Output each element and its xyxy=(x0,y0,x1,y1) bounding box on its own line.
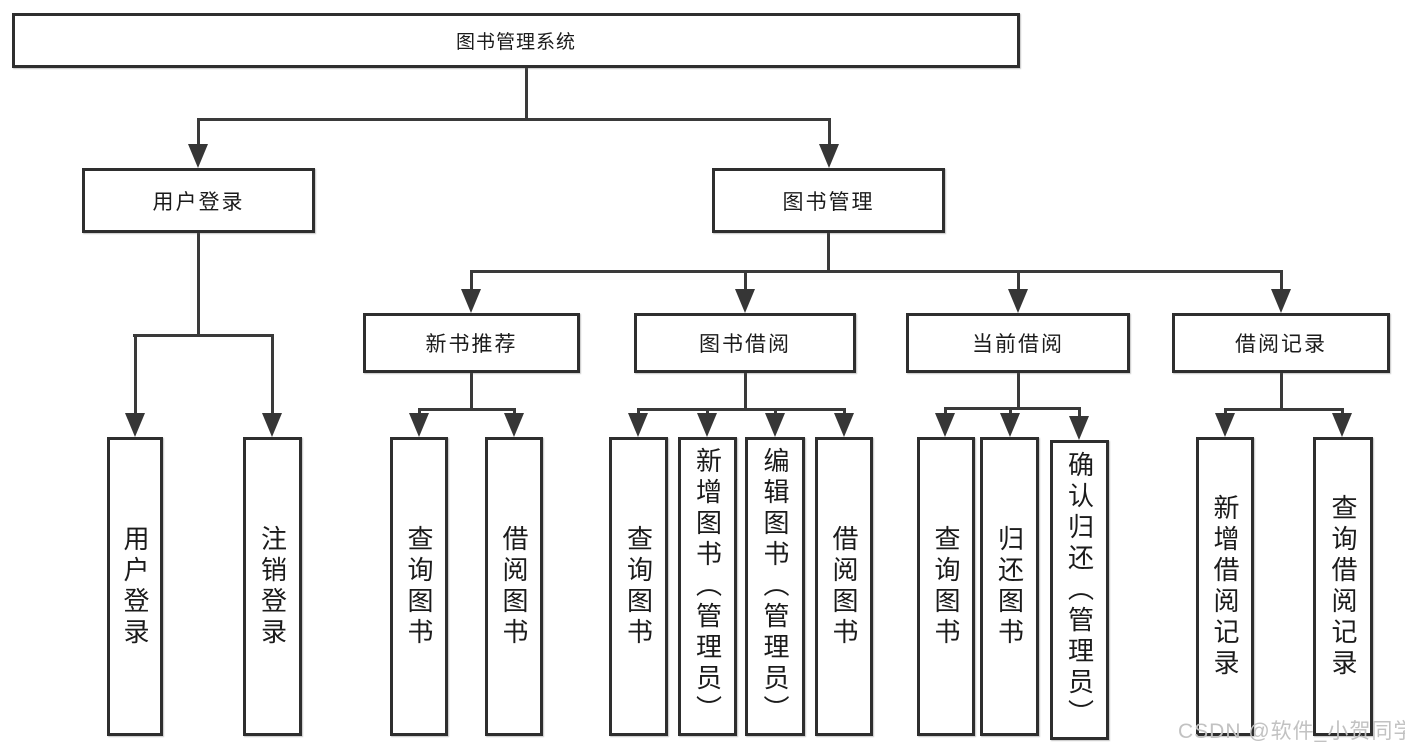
leaf-label: 新增图书（管理员） xyxy=(692,447,723,726)
connector-line xyxy=(945,407,1080,410)
leaf-label: 查询图书 xyxy=(931,524,961,649)
leaf-add-borrow-record: 新增借阅记录 xyxy=(1196,437,1254,736)
connector-line xyxy=(197,118,831,121)
leaf-borrow-books: 借阅图书 xyxy=(815,437,873,736)
node-label: 新书推荐 xyxy=(425,333,518,356)
connector-line xyxy=(418,408,421,416)
leaf-edit-books-admin: 编辑图书（管理员） xyxy=(745,437,805,736)
connector-line xyxy=(774,408,777,416)
arrow-down-icon xyxy=(1332,413,1352,437)
leaf-add-books-admin: 新增图书（管理员） xyxy=(678,437,737,736)
arrow-down-icon xyxy=(504,413,524,437)
connector-line xyxy=(1009,407,1012,416)
node-label: 借阅记录 xyxy=(1235,333,1327,356)
connector-line xyxy=(828,118,831,148)
arrow-down-icon xyxy=(188,144,208,168)
arrow-down-icon xyxy=(819,144,839,168)
leaf-query-books: 查询图书 xyxy=(609,437,668,736)
arrow-down-icon xyxy=(628,413,648,437)
leaf-logout: 注销登录 xyxy=(243,437,302,736)
arrow-down-icon xyxy=(1000,413,1020,437)
leaf-label: 归还图书 xyxy=(994,524,1025,649)
connector-line xyxy=(706,408,709,416)
arrow-down-icon xyxy=(735,289,755,313)
arrow-down-icon xyxy=(834,413,854,437)
node-borrow-records: 借阅记录 xyxy=(1172,313,1390,373)
node-label: 图书借阅 xyxy=(699,333,791,356)
connector-line xyxy=(744,270,747,293)
arrow-down-icon xyxy=(1271,289,1291,313)
leaf-label: 确认归还（管理员） xyxy=(1064,450,1095,730)
leaf-return-books: 归还图书 xyxy=(980,437,1039,736)
leaf-label: 注销登录 xyxy=(257,524,288,649)
connector-line xyxy=(470,373,473,411)
node-new-book-recommend: 新书推荐 xyxy=(363,313,580,373)
node-current-borrow: 当前借阅 xyxy=(906,313,1130,373)
leaf-query-borrow-record: 查询借阅记录 xyxy=(1313,437,1373,736)
connector-line xyxy=(637,408,640,416)
leaf-label: 借阅图书 xyxy=(829,524,859,649)
connector-line xyxy=(525,68,528,120)
node-book-management: 图书管理 xyxy=(712,168,945,233)
arrow-down-icon xyxy=(262,413,282,437)
connector-line xyxy=(1017,270,1020,293)
connector-line xyxy=(744,373,747,411)
leaf-label: 查询图书 xyxy=(623,524,654,649)
connector-line xyxy=(513,408,516,416)
arrow-down-icon xyxy=(125,413,145,437)
connector-line xyxy=(197,118,200,148)
node-root-system: 图书管理系统 xyxy=(12,13,1020,68)
connector-line xyxy=(638,408,846,411)
arrow-down-icon xyxy=(409,413,429,437)
node-label: 当前借阅 xyxy=(972,333,1064,356)
leaf-label: 编辑图书（管理员） xyxy=(760,447,790,726)
leaf-label: 新增借阅记录 xyxy=(1210,493,1240,680)
node-user-login: 用户登录 xyxy=(82,168,315,233)
leaf-label: 查询借阅记录 xyxy=(1328,493,1358,680)
leaf-label: 查询图书 xyxy=(404,524,434,649)
leaf-label: 用户登录 xyxy=(120,524,150,649)
connector-line xyxy=(419,408,516,411)
connector-line xyxy=(1341,408,1344,416)
leaf-query-books: 查询图书 xyxy=(390,437,448,736)
connector-line xyxy=(827,231,830,272)
arrow-down-icon xyxy=(1215,413,1235,437)
connector-line xyxy=(1078,407,1081,419)
connector-line xyxy=(271,334,274,417)
arrow-down-icon xyxy=(1069,416,1089,440)
arrow-down-icon xyxy=(697,413,717,437)
arrow-down-icon xyxy=(765,413,785,437)
connector-line xyxy=(1280,270,1283,293)
node-label: 用户登录 xyxy=(152,190,245,214)
connector-line xyxy=(944,407,947,416)
connector-line xyxy=(1017,373,1020,410)
connector-line xyxy=(470,270,473,293)
connector-line xyxy=(1225,408,1344,411)
arrow-down-icon xyxy=(461,289,481,313)
leaf-user-login: 用户登录 xyxy=(107,437,163,736)
connector-line xyxy=(843,408,846,416)
connector-line xyxy=(470,270,1282,273)
arrow-down-icon xyxy=(1008,289,1028,313)
leaf-label: 借阅图书 xyxy=(499,524,529,649)
leaf-confirm-return-admin: 确认归还（管理员） xyxy=(1050,440,1109,740)
connector-line xyxy=(1224,408,1227,416)
connector-line xyxy=(133,334,274,337)
node-label: 图书管理 xyxy=(782,190,875,214)
csdn-watermark: CSDN @软件_小贺同学 xyxy=(1178,720,1405,743)
node-book-borrow: 图书借阅 xyxy=(634,313,856,373)
arrow-down-icon xyxy=(935,413,955,437)
node-label: 图书管理系统 xyxy=(455,32,576,53)
connector-line xyxy=(197,231,200,336)
connector-line xyxy=(134,334,137,417)
leaf-borrow-books: 借阅图书 xyxy=(485,437,543,736)
leaf-query-books: 查询图书 xyxy=(917,437,975,736)
connector-line xyxy=(1280,373,1283,411)
